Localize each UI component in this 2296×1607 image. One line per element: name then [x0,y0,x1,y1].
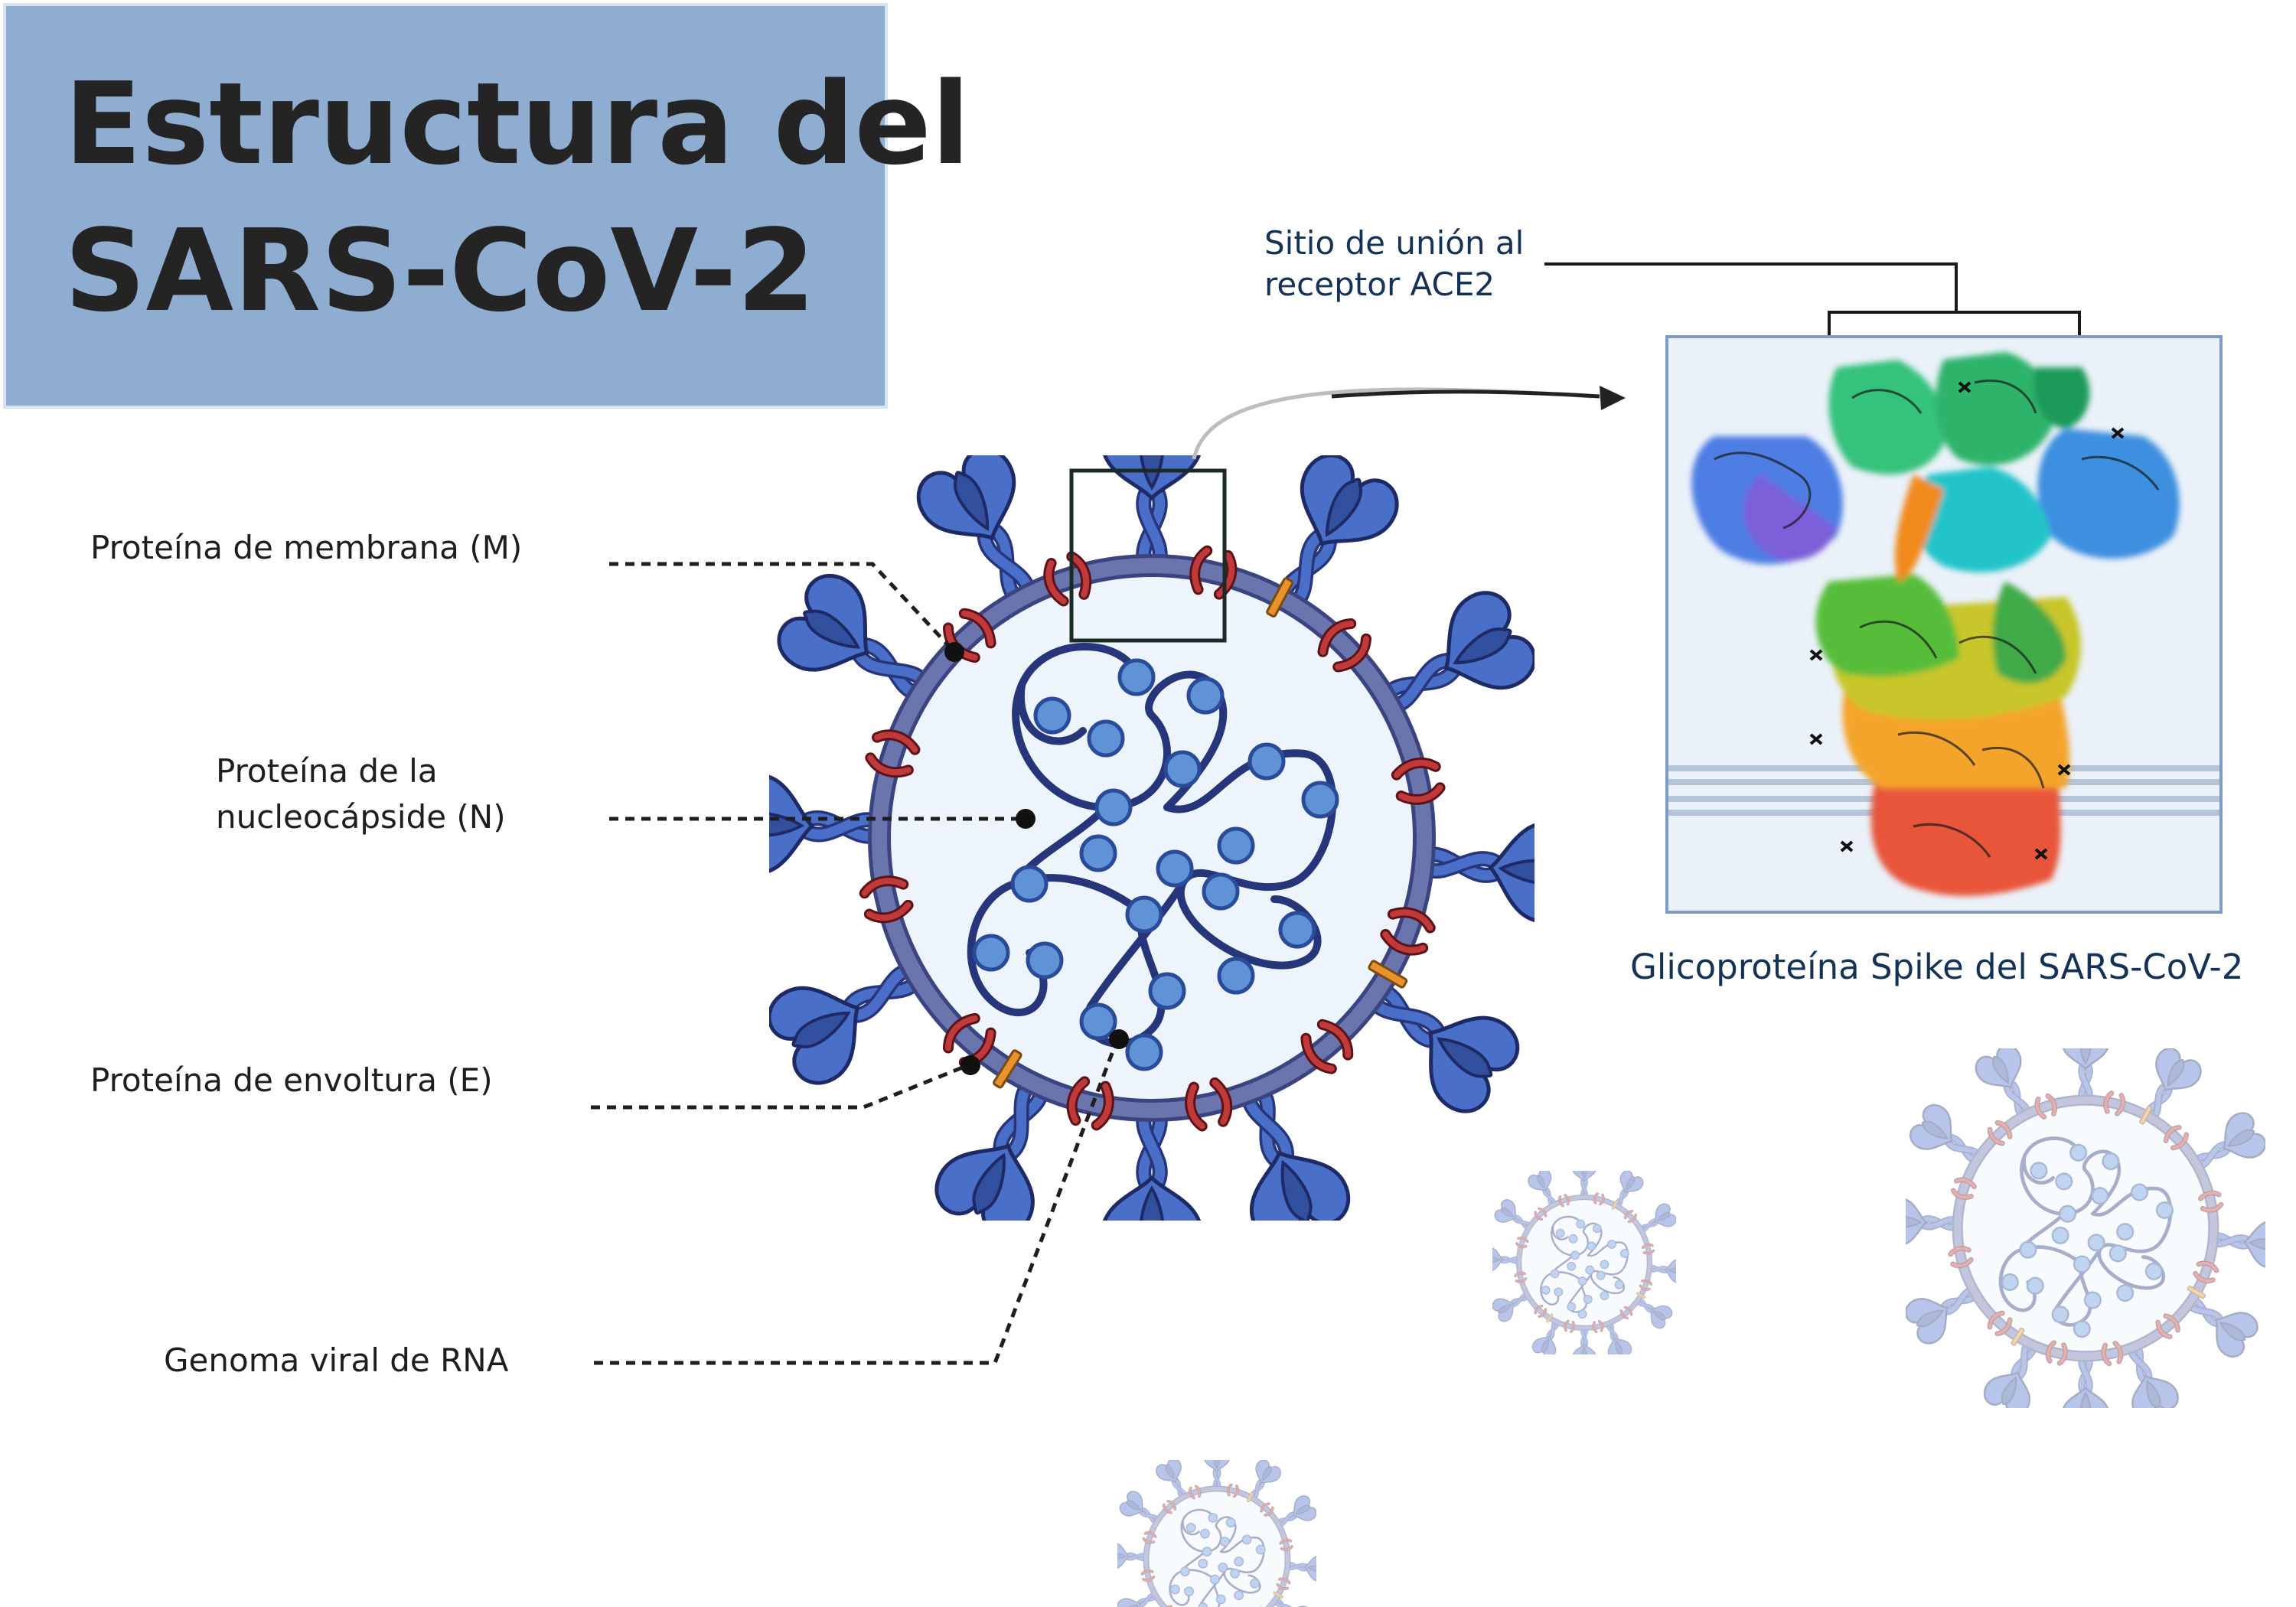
label-ace2-line-1: Sitio de unión al [1264,224,1525,262]
label-membrane-protein: Proteína de membrana (M) [90,529,523,566]
connector-arrow-line [1331,390,1600,399]
arrow-head-icon [1600,386,1626,410]
title-box: Estructura del SARS-CoV-2 [3,3,970,409]
pointer-dot-membrane [944,642,964,662]
label-nucleocapsid-line-1: Proteína de la [216,752,438,790]
spike-zoom-box [1069,468,1227,643]
label-ace2-line-2: receptor ACE2 [1264,266,1495,303]
leader-membrane [609,562,956,654]
leader-genome [594,1038,1120,1365]
label-envelope-protein: Proteína de envoltura (E) [90,1061,493,1099]
title-line-2: SARS-CoV-2 [64,205,816,337]
label-nucleocapsid-line-2: nucleocápside (N) [216,798,506,836]
pointer-dot-envelope [960,1055,980,1075]
background-virion-icon [1106,1449,1328,1607]
background-virion-icon [1482,1161,1687,1364]
spike-trimer-structure-icon [1665,335,2223,914]
title-line-1: Estructura del [64,58,970,190]
pointer-dot-nucleocapsid [1016,809,1035,829]
spike-caption: Glicoproteína Spike del SARS-CoV-2 [1630,947,2244,987]
connector-faded [1192,387,1593,460]
sars-cov-2-virion-icon [726,414,1578,1262]
label-viral-genome: Genoma viral de RNA [164,1341,509,1379]
pointer-dot-genome [1109,1029,1129,1049]
leader-envelope [591,1063,969,1110]
background-virion-icon [1886,1029,2286,1428]
